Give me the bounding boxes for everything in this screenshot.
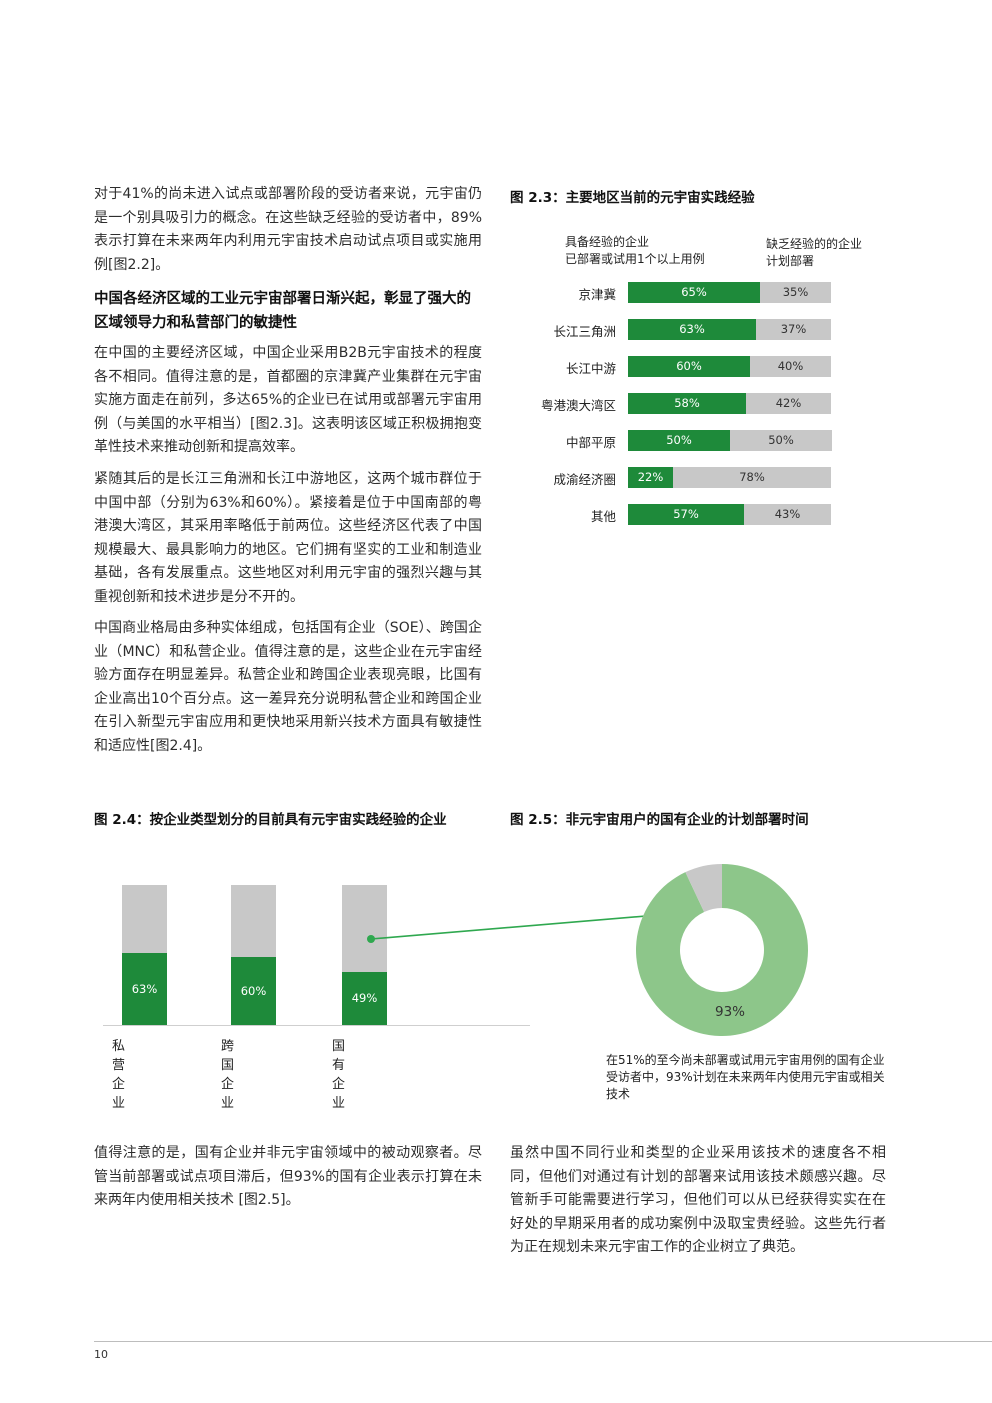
donut-slice-other [685,864,722,912]
donut-value-label: 93% [714,1004,745,1020]
legend-inexperienced-line2: 计划部署 [766,254,815,268]
paragraph-business-landscape: 中国商业格局由多种实体组成，包括国有企业（SOE）、跨国企业（MNC）和私营企业… [94,620,482,754]
fig25-title: 图 2.5：非元宇宙用户的国有企业的计划部署时间 [510,812,809,828]
fig23-bar-experienced: 58% [628,393,746,414]
legend-experienced-line1: 具备经验的企业 [565,235,650,249]
donut-slice-plan [636,864,808,1037]
section-heading: 中国各经济区域的工业元宇宙部署日渐兴起，彰显了强大的区域领导力和私营部门的敏捷性 [94,291,471,331]
fig24-category-label: 私营企业 [112,1039,126,1111]
fig24-category-label: 国有企业 [332,1039,346,1111]
fig23-category-label: 京津冀 [578,287,616,302]
footer-rule [94,1341,992,1342]
fig23-bar-inexperienced: 78% [673,467,831,488]
fig23-title: 图 2.3：主要地区当前的元宇宙实践经验 [510,190,755,206]
fig23-bar-inexperienced: 50% [730,430,832,451]
fig23-bar-inexperienced: 37% [756,319,831,340]
paragraph-soe: 值得注意的是，国有企业并非元宇宙领域中的被动观察者。尽管当前部署或试点项目滞后，… [94,1145,482,1208]
fig23-bar-inexperienced: 42% [746,393,831,414]
fig23-category-label: 长江三角洲 [553,324,616,339]
fig24-bar-remainder [342,885,387,972]
fig24-category-label: 跨国企业 [221,1039,235,1111]
fig23-bar-inexperienced: 40% [750,356,831,377]
fig24-bar-value: 49% [342,972,387,1025]
fig23-bar-experienced: 22% [628,467,673,488]
paragraph-adoption: 虽然中国不同行业和类型的企业采用该技术的速度各不相同，但他们对通过有计划的部署来… [510,1145,886,1255]
fig23-bar-experienced: 60% [628,356,750,377]
fig24-bar-remainder [231,885,276,957]
paragraph-yangtze: 紧随其后的是长江三角洲和长江中游地区，这两个城市群位于中国中部（分别为63%和6… [94,471,482,605]
fig23-bar-inexperienced: 35% [760,282,831,303]
connector-arrow [370,908,674,940]
intro-paragraph: 对于41%的尚未进入试点或部署阶段的受访者来说，元宇宙仍是一个别具吸引力的概念。… [94,186,482,273]
fig23-category-label: 长江中游 [565,361,616,376]
fig24-title: 图 2.4：按企业类型划分的目前具有元宇宙实践经验的企业 [94,812,447,828]
fig24-bar-value: 60% [231,957,276,1025]
fig24-baseline [103,1025,530,1026]
fig23-category-label: 其他 [590,509,616,524]
fig23-bar-experienced: 65% [628,282,760,303]
fig23-bar-inexperienced: 43% [744,504,831,525]
fig23-category-label: 成渝经济圈 [553,472,616,487]
fig23-bar-experienced: 63% [628,319,756,340]
fig23-category-label: 粤港澳大湾区 [540,398,616,413]
fig24-bar-value: 63% [122,953,167,1025]
legend-inexperienced-line1: 缺乏经验的的企业 [766,237,863,251]
paragraph-regions: 在中国的主要经济区域，中国企业采用B2B元宇宙技术的程度各不相同。值得注意的是，… [94,345,482,455]
fig23-bar-experienced: 50% [628,430,730,451]
legend-experienced-line2: 已部署或试用1个以上用例 [565,252,705,266]
fig23-bar-experienced: 57% [628,504,744,525]
page-number: 10 [94,1348,108,1361]
fig25-donut [636,864,808,1037]
fig23-legend-experienced: 具备经验的企业 已部署或试用1个以上用例 [565,234,705,268]
fig23-legend-inexperienced: 缺乏经验的的企业 计划部署 [766,236,862,270]
fig24-bar-remainder [122,885,167,953]
fig23-category-label: 中部平原 [565,435,616,450]
fig25-caption: 在51%的至今尚未部署或试用元宇宙用例的国有企业受访者中，93%计划在未来两年内… [606,1053,885,1101]
connector-dot [367,935,375,943]
